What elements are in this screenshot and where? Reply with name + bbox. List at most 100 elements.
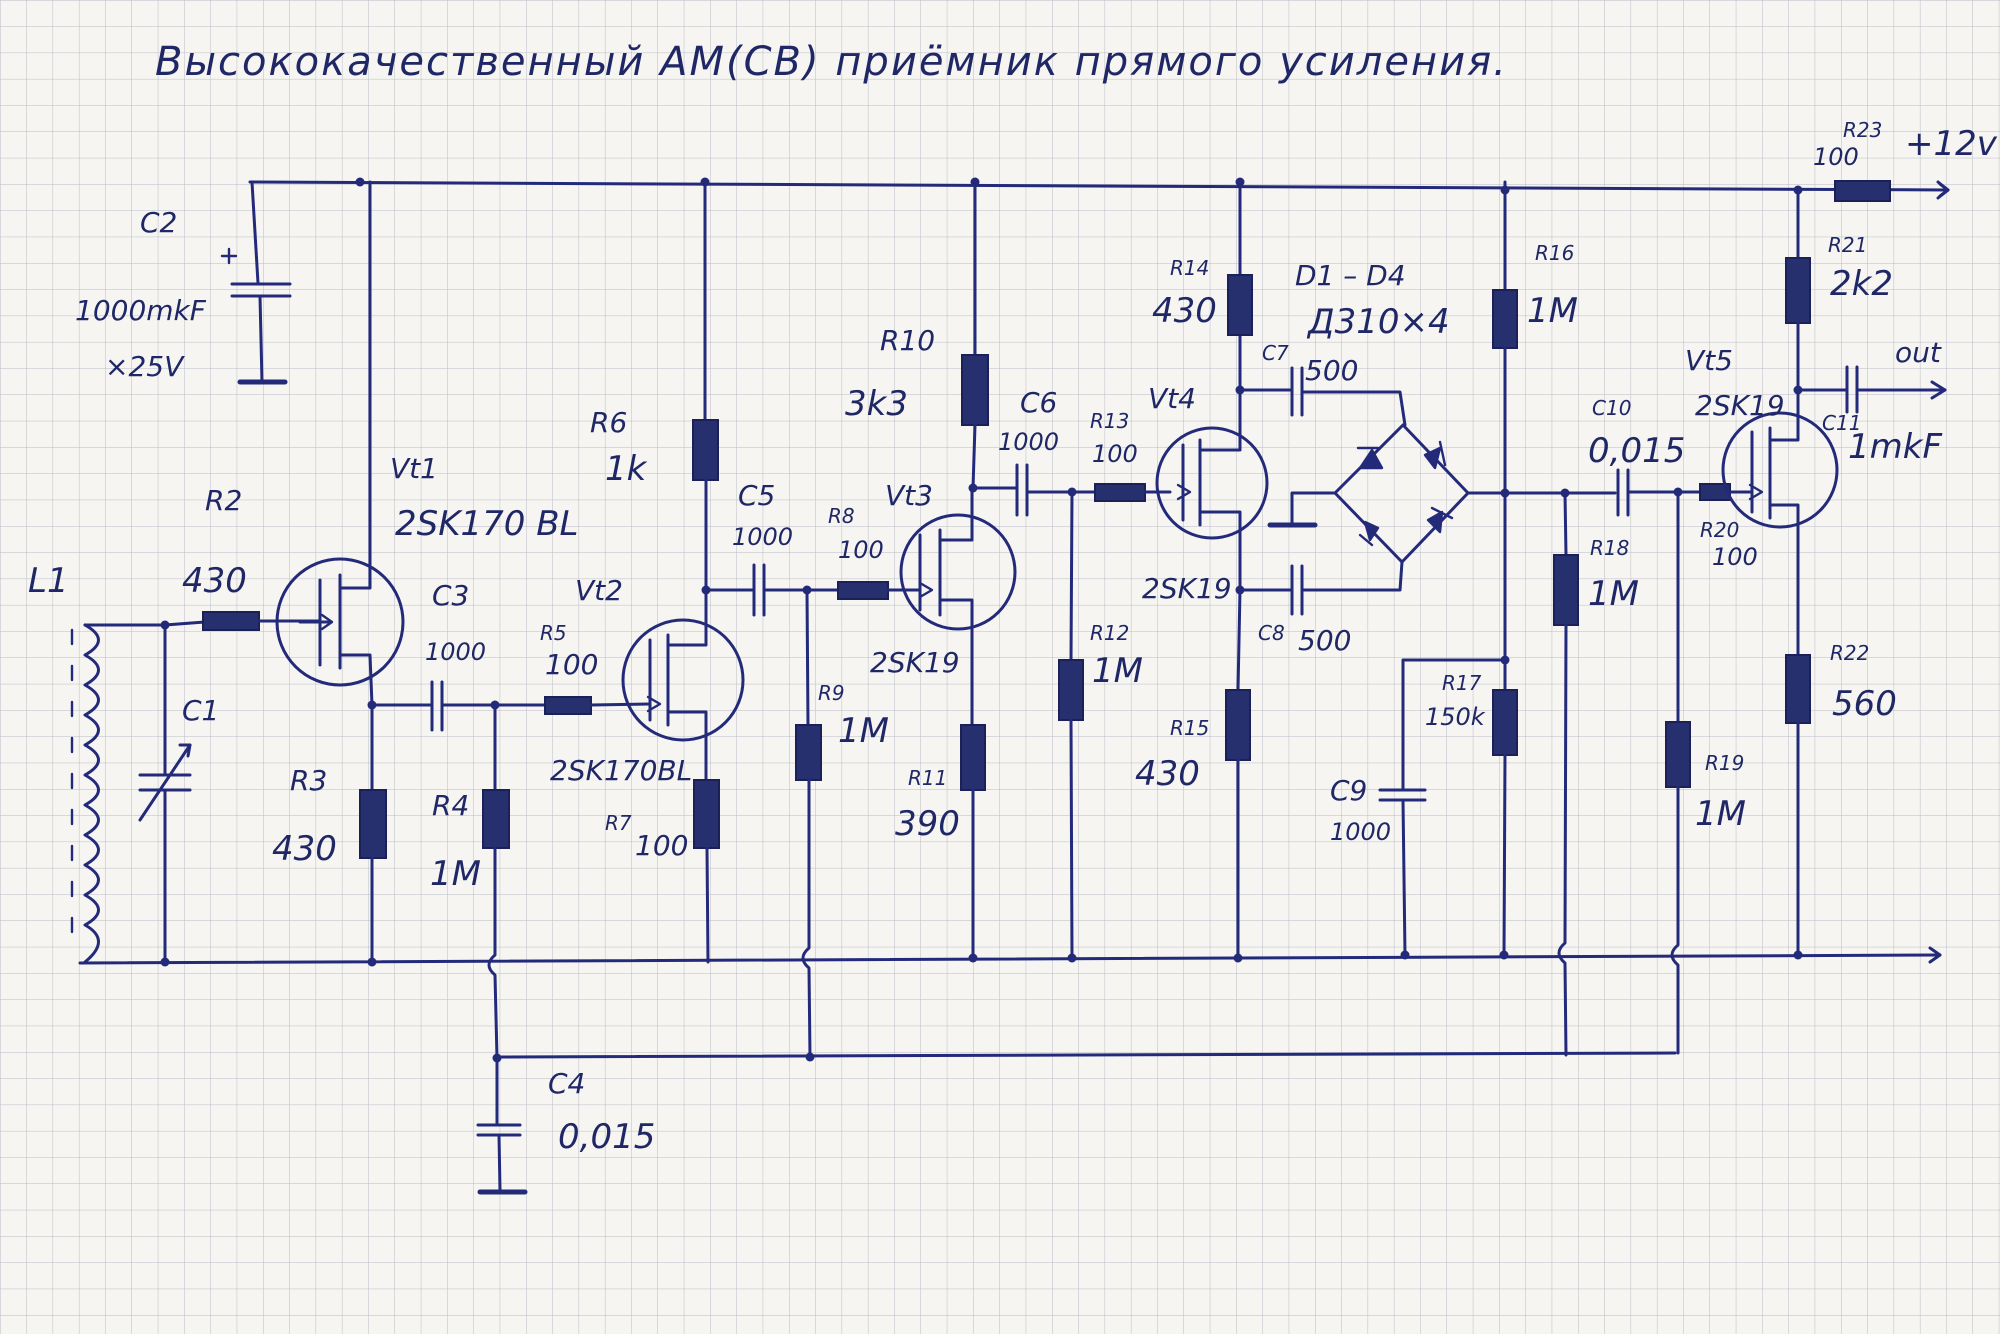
r13-value: 100 <box>1092 440 1138 468</box>
resistor-r5 <box>544 696 592 715</box>
r5-value: 100 <box>545 648 598 681</box>
r22-value: 560 <box>1832 684 1897 724</box>
c10-value: 0,015 <box>1588 431 1685 471</box>
r21-ref: R21 <box>1828 233 1867 257</box>
r23-ref: R23 <box>1843 118 1882 142</box>
resistor-r12 <box>1058 659 1084 721</box>
r12-ref: R12 <box>1090 621 1129 645</box>
vt1-part: 2SK170 BL <box>395 504 578 544</box>
junction <box>1499 950 1509 960</box>
r17-value: 150k <box>1425 703 1486 731</box>
out-label: out <box>1895 336 1942 369</box>
junction <box>1500 185 1510 195</box>
r8-ref: R8 <box>828 504 855 528</box>
r15-value: 430 <box>1135 754 1200 794</box>
agc-bus <box>496 1051 1677 1059</box>
schematic-title: Высококачественный АМ(СВ) приёмник прямо… <box>155 39 1508 85</box>
junction <box>970 177 980 187</box>
resistor-r23 <box>1834 180 1891 202</box>
diode-part: Д310×4 <box>1306 302 1450 342</box>
c2-ref: C2 <box>140 206 177 239</box>
junction <box>1067 953 1077 963</box>
junction <box>1233 953 1243 963</box>
c3-value: 1000 <box>425 638 486 666</box>
c11-value: 1mkF <box>1848 427 1942 467</box>
transistor-vt2 <box>621 588 745 782</box>
r10-ref: R10 <box>880 324 935 357</box>
vt4-part: 2SK19 <box>1142 572 1232 605</box>
resistor-r9 <box>795 724 822 781</box>
c2-voltage: ×25V <box>105 350 185 383</box>
resistor-r15 <box>1225 689 1251 761</box>
c6-ref: C6 <box>1020 386 1057 419</box>
c10-ref: C10 <box>1592 396 1631 420</box>
resistor-r13 <box>1094 483 1146 502</box>
r6-value: 1k <box>605 449 648 489</box>
junction <box>805 1052 815 1062</box>
r4-ref: R4 <box>432 789 469 822</box>
junction <box>700 177 710 187</box>
transistor-vt3 <box>899 486 1017 727</box>
r23-value: 100 <box>1813 143 1859 171</box>
r12-value: 1M <box>1092 651 1143 691</box>
resistor-r16 <box>1492 289 1518 349</box>
vt3-part: 2SK19 <box>870 646 960 679</box>
c1-ref: C1 <box>182 694 219 727</box>
r11-ref: R11 <box>908 766 947 790</box>
r2-ref: R2 <box>205 484 242 517</box>
r5-ref: R5 <box>540 621 567 645</box>
ground-rail <box>78 946 1942 965</box>
resistor-r11 <box>960 724 986 791</box>
r13-ref: R13 <box>1090 409 1129 433</box>
junction <box>367 957 377 967</box>
resistor-r3 <box>359 789 387 859</box>
diode-ref: D1 – D4 <box>1295 259 1406 292</box>
vt3-ref: Vt3 <box>885 479 933 512</box>
diode-bridge-d1-d4 <box>1267 423 1507 564</box>
resistor-r17 <box>1492 689 1518 756</box>
r17-ref: R17 <box>1442 671 1482 695</box>
r19-value: 1M <box>1695 794 1746 834</box>
vt5-ref: Vt5 <box>1685 344 1733 377</box>
junction <box>968 953 978 963</box>
c5-ref: C5 <box>738 479 775 512</box>
r16-ref: R16 <box>1535 241 1574 265</box>
resistor-r14 <box>1227 274 1253 336</box>
r9-value: 1M <box>838 711 889 751</box>
power-rail <box>248 180 1950 200</box>
junction <box>355 177 365 187</box>
vt2-ref: Vt2 <box>575 574 623 607</box>
r7-ref: R7 <box>605 811 632 835</box>
vt1-ref: Vt1 <box>390 452 438 485</box>
r4-value: 1M <box>430 854 481 894</box>
r18-ref: R18 <box>1590 536 1629 560</box>
r6-ref: R6 <box>590 406 627 439</box>
resistor-r19 <box>1665 721 1691 788</box>
junction <box>1793 950 1803 960</box>
transistor-vt5 <box>1721 388 1839 657</box>
vt5-part: 2SK19 <box>1695 389 1785 422</box>
transistor-vt4 <box>1155 180 1269 592</box>
c6-value: 1000 <box>998 428 1059 456</box>
r14-value: 430 <box>1152 291 1217 331</box>
resistor-r6 <box>692 419 719 481</box>
c5-value: 1000 <box>732 523 793 551</box>
resistor-r7 <box>693 779 720 849</box>
r22-ref: R22 <box>1830 641 1869 665</box>
r19-ref: R19 <box>1705 751 1744 775</box>
r14-ref: R14 <box>1170 256 1209 280</box>
variable-capacitor-c1 <box>138 623 192 964</box>
resistor-r21 <box>1785 257 1811 324</box>
c8-value: 500 <box>1298 624 1351 657</box>
r10-value: 3k3 <box>845 384 908 424</box>
r11-value: 390 <box>895 804 960 844</box>
junction <box>1400 950 1410 960</box>
r3-value: 430 <box>272 829 337 869</box>
inductor-l1 <box>70 623 162 964</box>
capacitor-c2 <box>220 180 292 385</box>
l1-ref: L1 <box>28 561 69 601</box>
r7-value: 100 <box>635 829 688 862</box>
r21-value: 2k2 <box>1830 264 1893 304</box>
